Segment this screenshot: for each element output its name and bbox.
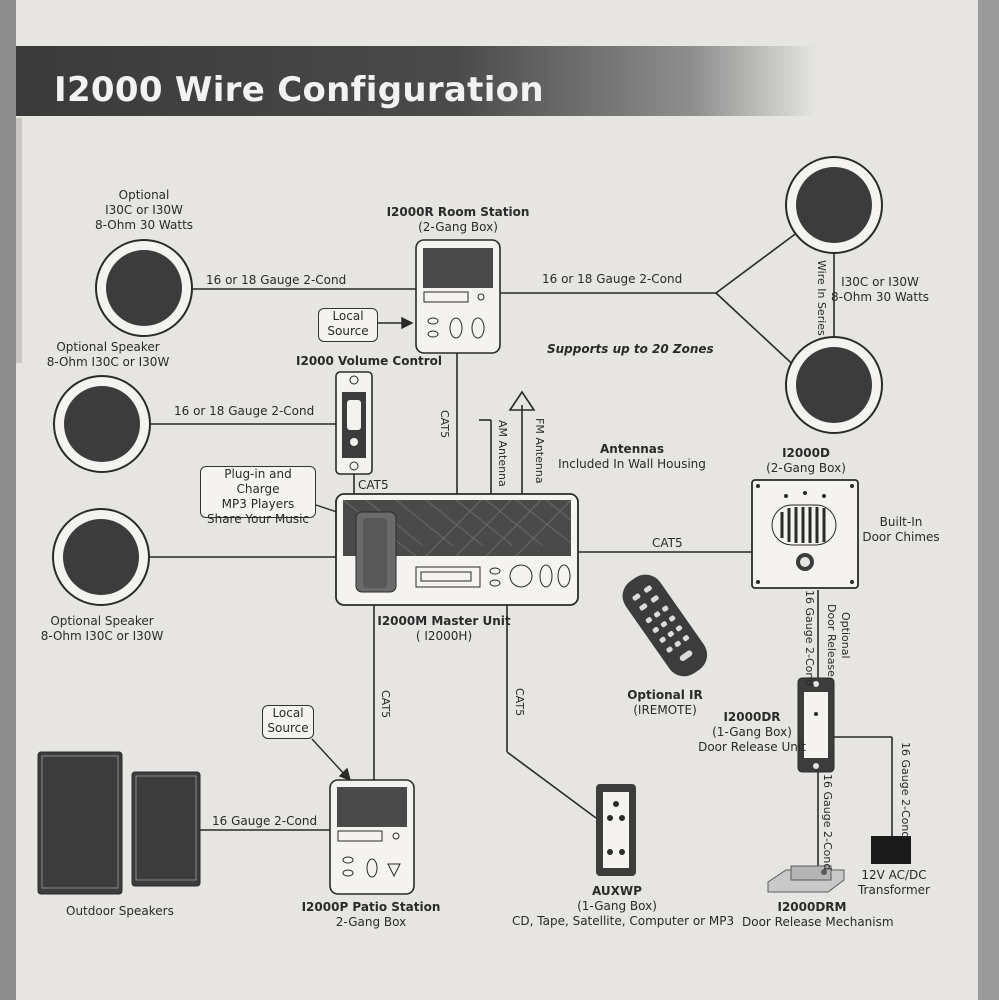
- speaker-top-left-label: Optional I30C or I30W 8-Ohm 30 Watts: [94, 188, 194, 232]
- aux-wall-plate-label: AUXWP (1-Gang Box) CD, Tape, Satellite, …: [512, 884, 735, 928]
- wire-split-lower: [715, 292, 802, 373]
- local-source-callout-top: Local Source: [318, 308, 378, 342]
- speaker-mid-left: [53, 375, 151, 473]
- patio-station-label: I2000P Patio Station 2-Gang Box: [301, 900, 441, 929]
- outdoor-wire-label: 16 Gauge 2-Cond: [212, 814, 318, 828]
- outdoor-speakers-label: Outdoor Speakers: [66, 904, 174, 918]
- transformer-wire-label: 16 Gauge 2-Cond: [899, 742, 912, 839]
- patio-station-device: [329, 779, 415, 895]
- drm-wire-label: 16 Gauge 2-Cond: [821, 774, 834, 871]
- am-antenna-label: AM Antenna: [496, 420, 509, 487]
- speaker-top-left: [95, 239, 193, 337]
- door-release-unit-device: [797, 677, 835, 773]
- diagram-page: I2000 Wire Configuration: [16, 0, 978, 1000]
- transformer-label: 12V AC/DC Transformer: [857, 868, 930, 897]
- ir-remote-device: [622, 574, 708, 677]
- cat5-patio-label: CAT5: [379, 690, 392, 719]
- door-station-label: I2000D (2-Gang Box): [766, 446, 846, 475]
- wire-aux-diag: [506, 751, 597, 819]
- cat5-room-label: CAT5: [438, 410, 451, 439]
- local-source-callout-bottom: Local Source: [262, 705, 314, 739]
- volume-control-label: I2000 Volume Control: [296, 354, 442, 368]
- room-station-device: [415, 239, 501, 354]
- door-release-mechanism-device: [767, 865, 845, 893]
- door-chimes-label: Built-In Door Chimes: [862, 515, 940, 544]
- room-station-label: I2000R Room Station (2-Gang Box): [386, 205, 530, 234]
- antennas-label: Antennas Included In Wall Housing: [558, 442, 706, 471]
- speaker-bottom-left: [52, 508, 150, 606]
- master-unit-label: I2000M Master Unit ( I2000H): [377, 614, 511, 643]
- cat5-volume-label: CAT5: [358, 478, 389, 492]
- wire-split-upper: [715, 225, 807, 294]
- door-release-unit-label: I2000DR (1-Gang Box) Door Release Unit: [698, 710, 806, 754]
- door-station-device: [751, 479, 859, 589]
- cat5-aux-label: CAT5: [513, 688, 526, 717]
- door-release-mechanism-label: I2000DRM Door Release Mechanism: [742, 900, 894, 929]
- wire-volume-label: 16 or 18 Gauge 2-Cond: [174, 404, 315, 418]
- supports-zones-label: Supports up to 20 Zones: [547, 342, 714, 356]
- speaker-mid-left-label: Optional Speaker 8-Ohm I30C or I30W: [46, 340, 170, 369]
- left-accent-bar: [16, 118, 22, 363]
- wiring-diagram: [37, 156, 911, 895]
- speaker-right-bottom: [785, 336, 883, 434]
- title-bar: [16, 46, 816, 116]
- aux-wall-plate-device: [596, 784, 636, 876]
- speaker-right-top: [785, 156, 883, 254]
- cat5-door-label: CAT5: [652, 536, 683, 550]
- optional-release-label-1: Optional: [839, 612, 852, 659]
- wire-left-top-label: 16 or 18 Gauge 2-Cond: [206, 273, 347, 287]
- transformer-device: [871, 836, 911, 864]
- right-speakers-label: I30C or I30W 8-Ohm 30 Watts: [830, 275, 930, 304]
- master-unit-device: [335, 493, 579, 606]
- volume-control-device: [335, 371, 373, 475]
- optional-ir-label: Optional IR (IREMOTE): [627, 688, 703, 717]
- outdoor-speakers-device: [37, 751, 201, 895]
- speaker-bottom-left-label: Optional Speaker 8-Ohm I30C or I30W: [40, 614, 164, 643]
- door-wire-label: 16 Gauge 2-Cond: [803, 590, 816, 687]
- wire-right-top-label: 16 or 18 Gauge 2-Cond: [542, 272, 683, 286]
- background-strip: [978, 0, 999, 1000]
- optional-release-label-2: Door Release: [825, 604, 838, 677]
- fm-antenna-label: FM Antenna: [533, 418, 546, 484]
- mp3-callout: Plug-in and Charge MP3 Players Share You…: [200, 466, 316, 526]
- page-title: I2000 Wire Configuration: [54, 70, 544, 110]
